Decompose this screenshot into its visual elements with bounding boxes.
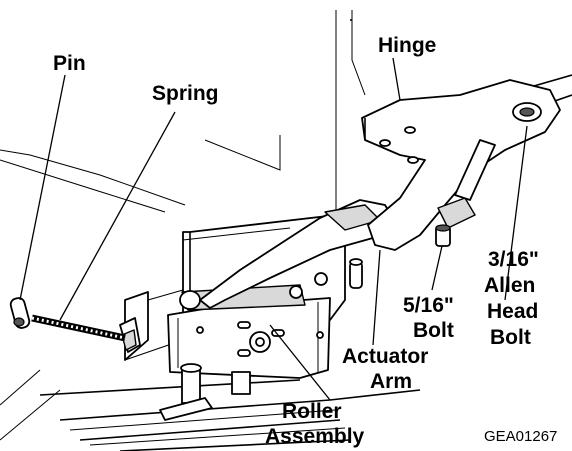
hinge-plate bbox=[361, 79, 561, 251]
slide-rails bbox=[39, 379, 421, 451]
label-spring: Spring bbox=[152, 82, 219, 105]
label-hinge: Hinge bbox=[378, 34, 436, 57]
label-roller: Roller bbox=[282, 400, 342, 423]
pin-part bbox=[9, 297, 31, 329]
label-arm: Arm bbox=[370, 370, 412, 393]
label-allen-head: Head bbox=[487, 300, 538, 323]
leader-lines bbox=[19, 57, 528, 401]
label-allen-size: 3/16" bbox=[488, 248, 539, 271]
callout-labels: Pin Spring Hinge 5/16" Bolt 3/16" Allen … bbox=[53, 34, 557, 448]
figure-code: GEA01267 bbox=[484, 428, 557, 445]
label-assembly: Assembly bbox=[265, 425, 365, 448]
label-allen-word: Allen bbox=[484, 274, 535, 297]
label-allen-bolt: Bolt bbox=[490, 326, 531, 349]
spring-bracket bbox=[119, 317, 141, 353]
spring-coil bbox=[31, 314, 126, 342]
label-bolt-516-word: Bolt bbox=[413, 319, 454, 342]
label-bolt-516-size: 5/16" bbox=[403, 294, 454, 317]
label-actuator: Actuator bbox=[342, 345, 428, 368]
label-pin: Pin bbox=[53, 52, 86, 75]
